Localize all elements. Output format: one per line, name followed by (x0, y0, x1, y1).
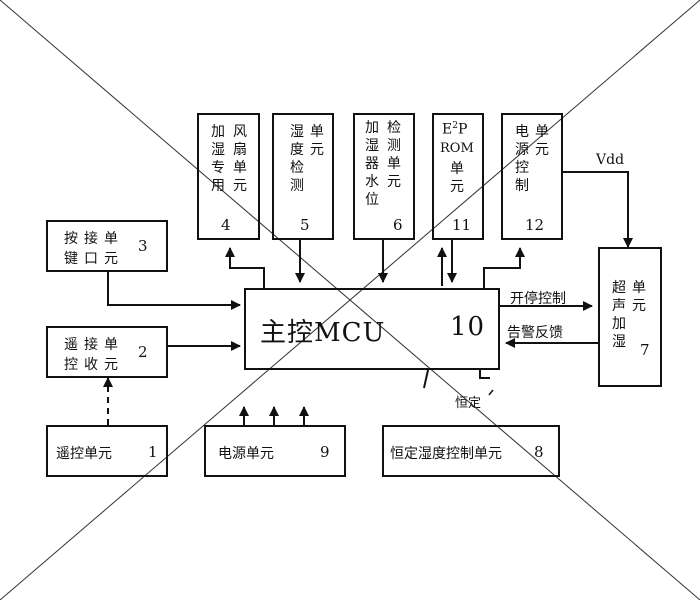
on-off-label: 开停控制 (510, 291, 566, 307)
eeprom-box: E2P ROM 单元 11 (432, 113, 484, 240)
eeprom-col-char: 单 (450, 161, 464, 177)
constant-humidity-number: 8 (534, 443, 544, 461)
remote-receiver-row1: 遥接单 (64, 337, 124, 353)
fan-unit-col1-char: 湿 (211, 142, 225, 158)
mcu-label: 主控MCU (260, 318, 386, 348)
power-control-col1-char: 电 (515, 124, 529, 140)
ultrasonic-col1-char: 声 (612, 298, 626, 314)
power-control-number: 12 (525, 216, 545, 234)
fan-unit-col2-char: 单 (233, 160, 247, 176)
ultrasonic-col2-char: 单 (632, 280, 646, 296)
constant-label: 恒定 (455, 396, 482, 411)
arrow-mcu-to-power-control (483, 247, 525, 288)
line-mcu-constant (479, 370, 490, 379)
eeprom-line1: E2P (442, 121, 468, 138)
fan-unit-col1-char: 专 (211, 160, 225, 176)
ultrasonic-col2-char: 元 (632, 298, 646, 314)
power-supply-label: 电源单元 (218, 446, 274, 462)
water-level-col1-char: 位 (365, 192, 379, 208)
water-level-col2-char: 单 (387, 156, 401, 172)
eeprom-col-char: 元 (450, 179, 464, 195)
humidity-detect-col1-char: 湿 (290, 124, 304, 140)
humidity-detect-col2: 单元 (308, 123, 326, 159)
fan-unit-col1: 加湿专用 (209, 123, 227, 195)
power-supply-box: 电源单元 9 (204, 425, 346, 477)
fan-unit-col1-char: 用 (211, 178, 225, 194)
constant-humidity-box: 恒定湿度控制单元 8 (382, 425, 560, 477)
arrow-vdd-to-ultrasonic (563, 171, 633, 248)
humidity-detect-col2-char: 单 (310, 124, 324, 140)
fan-unit-col2: 风扇单元 (231, 123, 249, 195)
fan-unit-box: 加湿专用 风扇单元 4 (197, 113, 260, 240)
power-control-col1-char: 源 (515, 142, 529, 158)
ultrasonic-col1-char: 湿 (612, 334, 626, 350)
ultrasonic-number: 7 (640, 341, 650, 359)
humidity-detect-col1-char: 检 (290, 160, 304, 176)
arrow-mcu-to-fan (225, 247, 265, 288)
key-interface-row2: 键口元 (64, 251, 124, 267)
power-control-col1: 电源控制 (513, 123, 531, 195)
humidity-detect-col1-char: 测 (290, 178, 304, 194)
humidity-detect-col1: 湿度检测 (288, 123, 306, 195)
water-level-col1-char: 湿 (365, 138, 379, 154)
water-level-col1-char: 加 (365, 120, 379, 136)
eeprom-line2: ROM (440, 141, 474, 156)
ultrasonic-box: 超声加湿 单元 7 (598, 247, 662, 387)
fan-unit-col2-char: 元 (233, 178, 247, 194)
power-control-col2-char: 单 (535, 124, 549, 140)
alarm-label: 告警反馈 (507, 325, 563, 341)
power-control-col2: 单元 (533, 123, 551, 159)
remote-receiver-box: 遥接单 控收元 2 (46, 326, 168, 378)
humidity-detect-number: 5 (300, 216, 310, 234)
key-interface-number: 3 (138, 237, 148, 255)
fan-unit-col1-char: 加 (211, 124, 225, 140)
fan-unit-col2-char: 扇 (233, 142, 247, 158)
mcu-box: 主控MCU 10 (244, 288, 500, 370)
fan-unit-col2-char: 风 (233, 124, 247, 140)
water-level-col2-char: 测 (387, 138, 401, 154)
humidity-detect-col1-char: 度 (290, 142, 304, 158)
constant-humidity-label: 恒定湿度控制单元 (390, 446, 502, 462)
remote-receiver-number: 2 (138, 343, 148, 361)
humidity-detect-box: 湿度检测 单元 5 (272, 113, 334, 240)
key-interface-row1: 按接单 (64, 231, 124, 247)
line-mcu-tick (423, 369, 429, 389)
remote-receiver-row2: 控收元 (64, 357, 124, 373)
water-level-col1-char: 器 (365, 156, 379, 172)
ultrasonic-col1-char: 加 (612, 316, 626, 332)
water-level-box: 加湿器水位 检测单元 6 (353, 113, 415, 240)
remote-box: 遥控单元 1 (46, 425, 168, 477)
power-control-col1-char: 制 (515, 178, 529, 194)
ultrasonic-col1: 超声加湿 (610, 279, 628, 351)
water-level-col1: 加湿器水位 (363, 119, 381, 209)
water-level-col1-char: 水 (365, 174, 379, 190)
mcu-number: 10 (450, 312, 486, 342)
ultrasonic-col1-char: 超 (612, 280, 626, 296)
power-control-col2-char: 元 (535, 142, 549, 158)
eeprom-number: 11 (452, 216, 472, 234)
power-control-box: 电源控制 单元 12 (501, 113, 563, 240)
arrow-key-to-mcu (107, 272, 241, 310)
ultrasonic-col2: 单元 (630, 279, 648, 315)
water-level-number: 6 (393, 216, 403, 234)
power-control-col1-char: 控 (515, 160, 529, 176)
humidity-detect-col2-char: 元 (310, 142, 324, 158)
key-interface-box: 按接单 键口元 3 (46, 220, 168, 272)
water-level-col2-char: 检 (387, 120, 401, 136)
remote-number: 1 (148, 443, 158, 461)
power-supply-number: 9 (320, 443, 330, 461)
water-level-col2-char: 元 (387, 174, 401, 190)
vdd-label: Vdd (596, 152, 625, 168)
eeprom-col: 单元 (448, 160, 466, 196)
water-level-col2: 检测单元 (385, 119, 403, 191)
remote-label: 遥控单元 (56, 446, 112, 462)
fan-unit-number: 4 (221, 216, 231, 234)
